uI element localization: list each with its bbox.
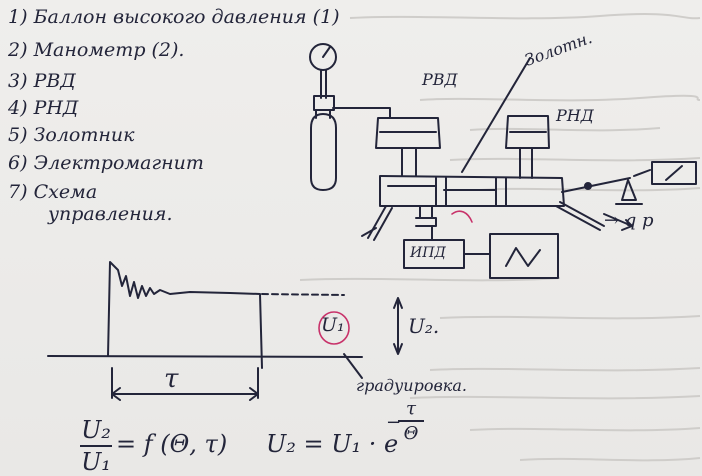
rvd-label: РВД bbox=[422, 70, 458, 89]
ratio-numerator: U₂ bbox=[81, 416, 111, 444]
exponent-minus: − bbox=[386, 412, 402, 433]
list-number: 1) bbox=[8, 6, 28, 28]
tau-arrow bbox=[111, 387, 259, 401]
list-text: Золотник bbox=[33, 124, 135, 146]
ratio-formula: U₂ U₁ bbox=[80, 416, 112, 476]
list-text: РВД bbox=[33, 70, 76, 92]
list-number: 7) bbox=[8, 181, 28, 203]
gas-cylinder bbox=[310, 113, 337, 191]
list-item-6: 6) Электромагнит bbox=[8, 152, 204, 174]
gradation-label: градуировка. bbox=[356, 376, 467, 395]
valve-block bbox=[313, 95, 335, 111]
list-text: управления. bbox=[48, 203, 173, 225]
list-number: 2) bbox=[8, 39, 28, 61]
flow-arrow-label: → q p bbox=[604, 210, 654, 231]
list-text: Схема bbox=[33, 181, 98, 203]
tau-label: τ bbox=[164, 364, 179, 394]
list-item-2: 2) Манометр (2). bbox=[8, 39, 184, 61]
exponent-denominator: Θ bbox=[403, 423, 419, 444]
u1-circle bbox=[318, 311, 350, 345]
u2-arrow bbox=[393, 297, 403, 355]
ratio-rhs: = f (Θ, τ) bbox=[116, 430, 228, 458]
u2-label: U₂. bbox=[408, 314, 440, 338]
list-item-4: 4) РНД bbox=[8, 97, 78, 119]
list-item-3: 3) РВД bbox=[8, 70, 76, 92]
list-text: Электромагнит bbox=[33, 152, 204, 174]
electromagnet bbox=[651, 161, 697, 185]
list-text: Манометр (2). bbox=[33, 39, 185, 61]
u2-formula: U₂ = U₁ · e bbox=[266, 430, 399, 458]
pulse-waveform bbox=[107, 261, 263, 369]
oscilloscope bbox=[489, 233, 559, 279]
list-item-1: 1) Баллон высокого давления (1) bbox=[8, 6, 340, 28]
exponent-numerator: τ bbox=[406, 398, 416, 419]
list-number: 4) bbox=[8, 97, 28, 119]
rnd-regulator bbox=[505, 115, 550, 149]
ipd-label: ИПД bbox=[410, 245, 446, 261]
list-text: РНД bbox=[33, 97, 79, 119]
manometer-gauge bbox=[309, 43, 337, 71]
list-item-5: 5) Золотник bbox=[8, 124, 135, 146]
list-item-7: 7) Схема bbox=[8, 181, 97, 203]
list-number: 3) bbox=[8, 70, 28, 92]
list-item-7-cont: управления. bbox=[48, 203, 173, 225]
rnd-label: РНД bbox=[556, 106, 594, 125]
list-number: 6) bbox=[8, 152, 28, 174]
list-text: Баллон высокого давления (1) bbox=[33, 6, 340, 28]
exponent-bar bbox=[398, 420, 424, 422]
exponent-fraction: τ Θ bbox=[398, 398, 424, 444]
spool-valve bbox=[379, 175, 565, 207]
rvd-regulator bbox=[375, 117, 441, 149]
fraction-bar bbox=[80, 445, 112, 447]
graph-baseline bbox=[47, 355, 363, 358]
list-number: 5) bbox=[8, 124, 28, 146]
u1-label: U₁ bbox=[321, 314, 345, 336]
ratio-denominator: U₁ bbox=[81, 448, 111, 476]
